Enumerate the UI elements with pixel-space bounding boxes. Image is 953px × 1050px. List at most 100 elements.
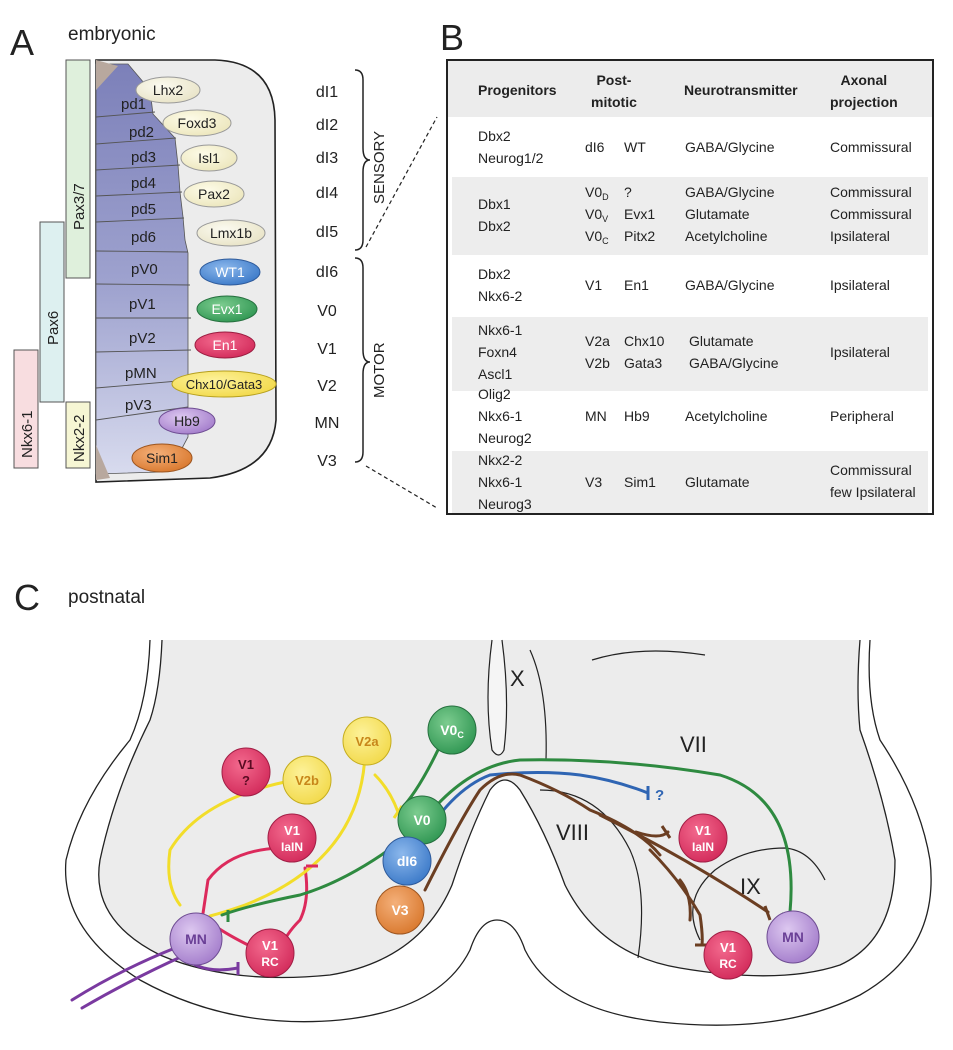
domain-label: pMN xyxy=(125,365,157,382)
chx10-gata3-label: Chx10/Gata3 xyxy=(186,377,263,392)
row-separator xyxy=(452,119,928,121)
v0-to-mn xyxy=(220,836,407,917)
v1-rc-left-top: V1 xyxy=(262,938,278,953)
unknown-target-label: ? xyxy=(655,787,664,804)
sensory-label: SENSORY xyxy=(371,131,388,204)
v1-ialn-left-cell xyxy=(267,813,317,863)
v2a-label: V2a xyxy=(355,734,379,749)
class: V0 xyxy=(585,206,603,222)
v3-branch-rc2 xyxy=(678,878,692,922)
terminal xyxy=(763,905,772,921)
motor-brace xyxy=(354,257,371,463)
en1-bubble xyxy=(194,331,256,359)
projection-cell: Commissural few Ipsilateral xyxy=(830,459,916,503)
mn-left-cell xyxy=(169,912,223,966)
terminal xyxy=(660,825,672,839)
domain-label: pd4 xyxy=(131,175,156,192)
v0c-main: V0 xyxy=(440,722,457,738)
gray-matter-left-edge xyxy=(98,639,896,979)
spinal-cord-gray-matter xyxy=(98,640,895,978)
row-separator xyxy=(452,173,928,175)
lamina-ix-label: IX xyxy=(740,874,761,899)
projection: Commissural xyxy=(830,184,912,200)
domain-label: pV0 xyxy=(131,261,158,278)
progenitor: Ascl1 xyxy=(478,366,513,382)
v1-rc-right-top: V1 xyxy=(720,940,736,955)
v1-rc-left-bottom: RC xyxy=(261,955,279,969)
roof-plate xyxy=(96,60,118,90)
floor-plate xyxy=(96,445,110,480)
isl1-label: Isl1 xyxy=(198,150,220,166)
progenitor: Neurog1/2 xyxy=(478,150,544,166)
v3-branch-rc xyxy=(648,848,704,947)
progenitor: Dbx1 xyxy=(478,196,511,212)
lamina-viii-label: VIII xyxy=(556,820,589,845)
evx1-bubble xyxy=(196,295,258,323)
mn-right-label: MN xyxy=(782,929,804,945)
panel-a-title: embryonic xyxy=(68,24,156,45)
lamina-x-label: X xyxy=(510,666,525,691)
progenitor: Neurog2 xyxy=(478,430,532,446)
pax6-label: Pax6 xyxy=(45,311,62,345)
row-separator xyxy=(452,313,928,315)
wt1-label: WT1 xyxy=(215,264,245,280)
progenitor: Olig2 xyxy=(478,386,511,402)
pax2-label: Pax2 xyxy=(198,186,230,202)
progenitor: Dbx2 xyxy=(478,128,511,144)
hb9-label: Hb9 xyxy=(174,413,200,429)
projection: Ipsilateral xyxy=(830,228,890,244)
row-separator xyxy=(452,257,928,259)
class-label: dI5 xyxy=(316,224,338,241)
foxd3-bubble xyxy=(162,109,232,137)
projection: Commissural xyxy=(830,462,912,478)
transmitter: Glutamate xyxy=(685,206,750,222)
hb9-bubble xyxy=(158,407,216,435)
projection-cell: Ipsilateral xyxy=(830,344,890,360)
domain-label: pV2 xyxy=(129,330,156,347)
foxd3-label: Foxd3 xyxy=(178,115,217,131)
projection-cell: Commissural xyxy=(830,139,912,155)
v2a-to-v0 xyxy=(373,773,400,814)
class: V0 xyxy=(585,228,603,244)
progenitor: Nkx6-1 xyxy=(478,408,523,424)
header-neurotransmitter: Neurotransmitter xyxy=(684,82,798,98)
v0c-cell xyxy=(427,705,477,755)
domain-boundaries xyxy=(95,111,192,421)
domain-label: pd6 xyxy=(131,229,156,246)
domain-label: pV3 xyxy=(125,397,152,414)
lhx2-label: Lhx2 xyxy=(153,82,184,98)
v1-unknown-top: V1 xyxy=(238,757,254,772)
v2b-cell xyxy=(282,755,332,805)
domain-label: pV1 xyxy=(129,296,156,313)
class-label: dI2 xyxy=(316,117,338,134)
neuron-class-table: Progenitors Post- mitotic Neurotransmitt… xyxy=(446,59,934,515)
lmx1b-bubble xyxy=(196,219,266,247)
class-sub: D xyxy=(602,192,609,202)
projection: few Ipsilateral xyxy=(830,484,916,500)
v1ialn-axon xyxy=(200,846,282,922)
v1-unknown-cell xyxy=(221,747,271,797)
progenitor: Dbx2 xyxy=(478,218,511,234)
class-label: V1 xyxy=(317,341,337,358)
marker: Pitx2 xyxy=(624,228,656,244)
transmitter-cell: GABA/Glycine xyxy=(685,139,775,155)
v1-rc-right-cell xyxy=(703,930,753,980)
progenitor: Nkx2-2 xyxy=(478,452,523,468)
v1-rc-right-bottom: RC xyxy=(719,957,737,971)
header-progenitors: Progenitors xyxy=(478,82,557,98)
class-label: dI6 xyxy=(316,264,338,281)
en1-label: En1 xyxy=(213,337,238,353)
v0c-label: V0C xyxy=(440,722,464,740)
class: V2b xyxy=(585,355,610,371)
progenitor: Nkx6-1 xyxy=(478,474,523,490)
